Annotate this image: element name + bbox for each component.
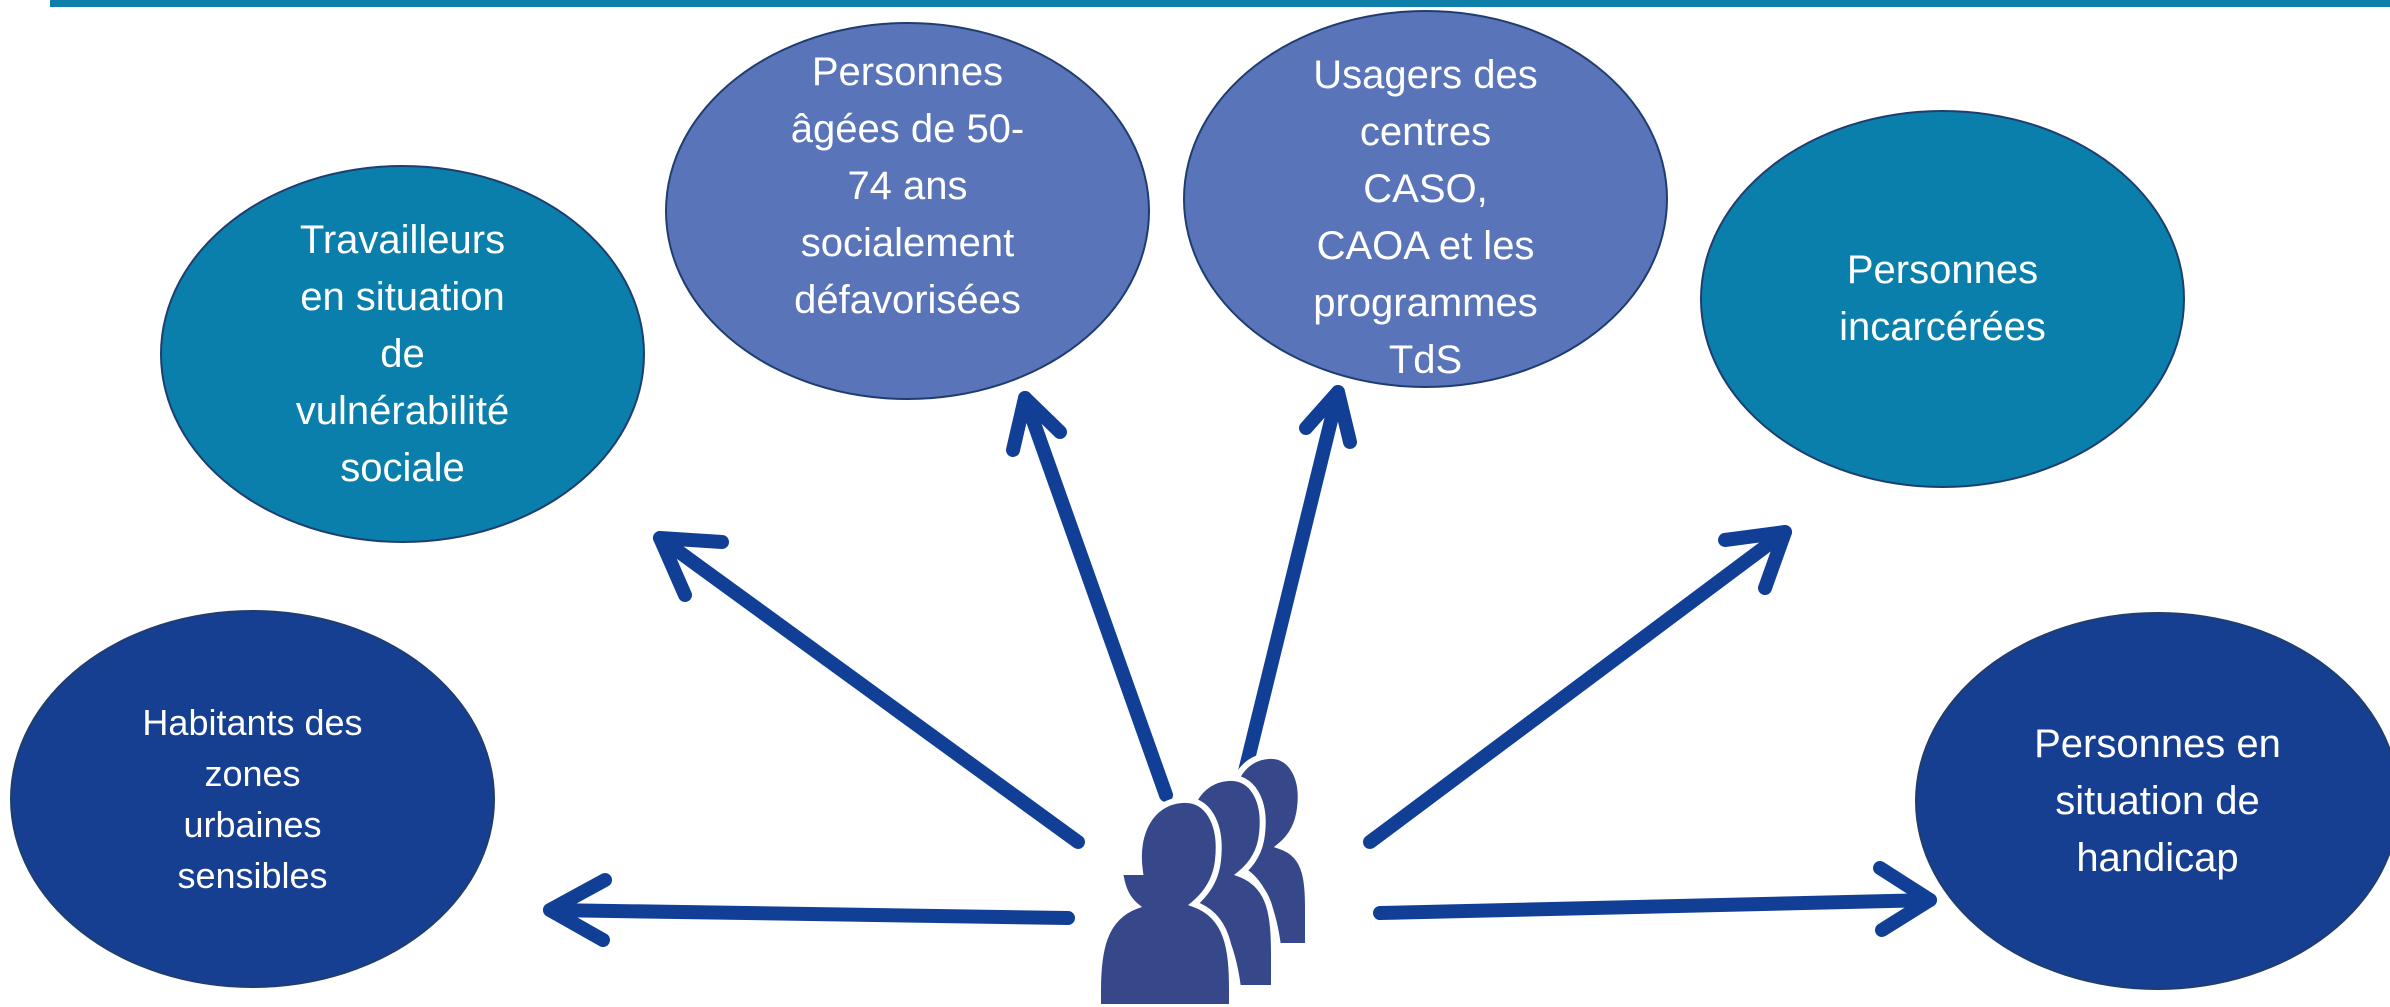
arrow-to-incarcerees	[1363, 525, 1792, 849]
group-habitants-label: Habitants des zones urbaines sensibles	[142, 702, 363, 896]
group-handicap-label: Personnes en situation de handicap	[2034, 721, 2281, 880]
arrow-to-handicap	[1373, 861, 1937, 937]
group-incarcerees-ellipse: Personnes incarcérées	[1700, 110, 2185, 488]
arrow-to-travailleurs	[653, 531, 1085, 849]
group-usagers-ellipse: Usagers des centres CASO, CAOA et les pr…	[1183, 10, 1668, 388]
top-rule	[50, 0, 2390, 7]
group-habitants-ellipse: Habitants des zones urbaines sensibles	[10, 610, 495, 988]
arrow-to-habitants	[543, 873, 1075, 947]
group-personnes-agees-ellipse: Personnes âgées de 50- 74 ans socialemen…	[665, 22, 1150, 400]
group-people-icon	[1095, 752, 1312, 1007]
group-incarcerees-label: Personnes incarcérées	[1839, 248, 2046, 349]
group-travailleurs-label: Travailleurs en situation de vulnérabili…	[295, 217, 510, 490]
group-travailleurs-ellipse: Travailleurs en situation de vulnérabili…	[160, 165, 645, 543]
group-usagers-label: Usagers des centres CASO, CAOA et les pr…	[1313, 53, 1538, 382]
group-personnes-agees-label: Personnes âgées de 50- 74 ans socialemen…	[790, 50, 1025, 322]
arrow-to-usagers	[1231, 385, 1357, 807]
arrow-to-personnes-agees	[1006, 391, 1173, 802]
group-handicap-ellipse: Personnes en situation de handicap	[1915, 612, 2390, 990]
